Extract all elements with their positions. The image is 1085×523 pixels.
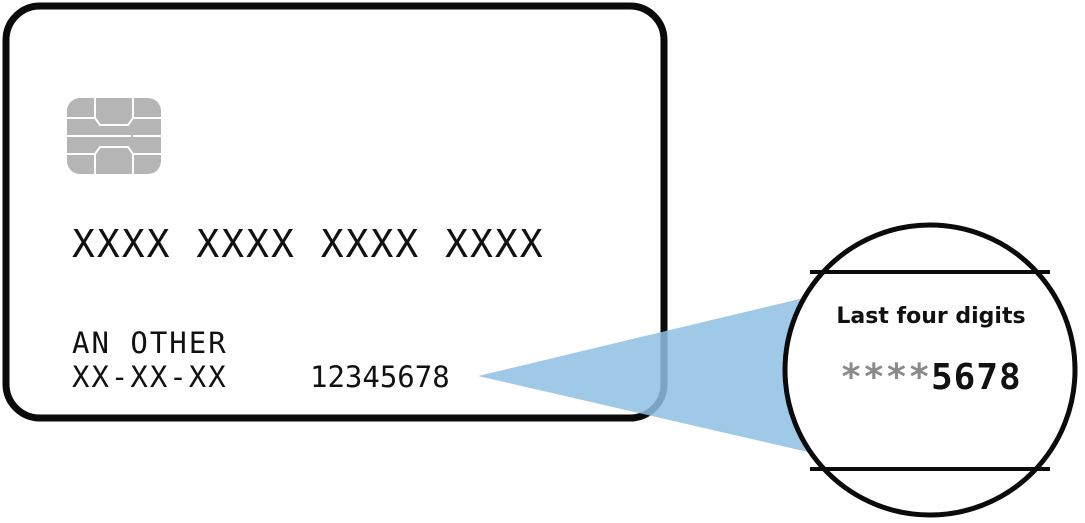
last-four-digits: 5678 [931, 357, 1022, 398]
magnifier-lens [782, 222, 1078, 518]
sort-code: XX-XX-XX [72, 360, 228, 394]
card-number: XXXX XXXX XXXX XXXX [72, 222, 545, 266]
last-four-label: Last four digits [836, 304, 1025, 329]
account-number: 12345678 [310, 360, 450, 394]
chip-icon [67, 98, 161, 174]
masked-prefix: **** [840, 357, 931, 398]
card-body [2, 2, 668, 422]
masked-card-number: ****5678 [840, 357, 1021, 398]
cardholder-name: AN OTHER [72, 326, 228, 360]
magnifier-beam [478, 297, 808, 452]
